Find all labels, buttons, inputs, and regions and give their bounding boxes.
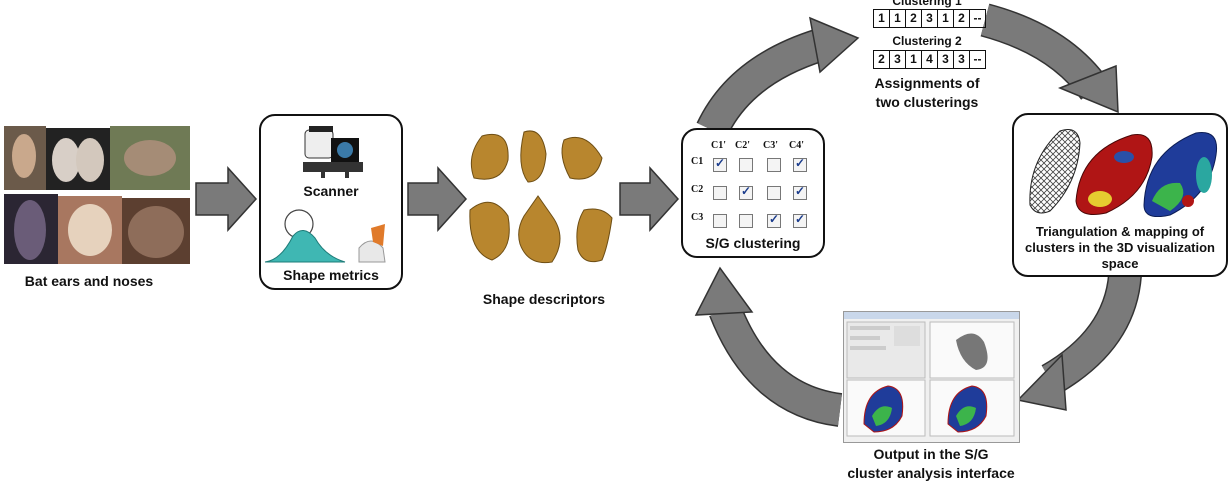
checkbox-unchecked[interactable]: [739, 158, 753, 172]
stage4-box: C1' C2' C3' C4' C1 C2 C3 S/G clustering: [681, 128, 825, 258]
cluster-assignment-cell: --: [969, 9, 986, 28]
checkbox-unchecked[interactable]: [767, 158, 781, 172]
shape-models: [469, 130, 613, 264]
checkbox-checked[interactable]: [767, 212, 781, 228]
cluster-assignment-cell: 2: [953, 9, 970, 28]
row-header: C3: [691, 212, 704, 223]
stage5-line1: Triangulation & mapping of: [1035, 224, 1205, 239]
cluster-assignment-cell: 1: [873, 9, 890, 28]
cluster-assignment-cell: 2: [873, 50, 890, 69]
cluster-assignment-cell: 3: [921, 9, 938, 28]
arrow-2: [407, 166, 468, 232]
cluster-assignment-cell: 1: [905, 50, 922, 69]
stage1-label: Bat ears and noses: [24, 273, 154, 289]
arrow-3: [619, 166, 680, 232]
shape-metrics-icon: [264, 209, 386, 263]
metrics-label: Shape metrics: [283, 267, 379, 283]
checkbox-unchecked[interactable]: [713, 214, 727, 228]
checkbox-unchecked[interactable]: [713, 186, 727, 200]
output-interface-thumbnail: [843, 311, 1020, 443]
cluster-assignment-cell: 2: [905, 9, 922, 28]
row-header: C1: [691, 156, 704, 167]
checkbox-checked[interactable]: [713, 156, 727, 172]
col-header: C3': [763, 140, 778, 151]
stage5-box: Triangulation & mapping of clusters in t…: [1012, 113, 1228, 277]
checkbox-checked[interactable]: [793, 184, 807, 200]
cluster-assignment-cell: 3: [953, 50, 970, 69]
triangulation-images: [1029, 129, 1218, 217]
stage3-label: Shape descriptors: [482, 291, 606, 307]
stage6-line1: Output in the S/G: [873, 446, 989, 462]
checkbox-unchecked[interactable]: [739, 214, 753, 228]
arrow-1: [195, 166, 258, 232]
assignments-caption-2: two clusterings: [875, 94, 979, 110]
assignments-caption-1: Assignments of: [874, 75, 980, 91]
stage4-label: S/G clustering: [705, 235, 801, 251]
stage6-line2: cluster analysis interface: [847, 465, 1015, 481]
bat-photos: [4, 126, 190, 266]
checkbox-checked[interactable]: [793, 212, 807, 228]
checkbox-unchecked[interactable]: [767, 186, 781, 200]
cluster-assignment-cell: 1: [937, 9, 954, 28]
cluster-assignment-cell: 3: [889, 50, 906, 69]
scanner-label: Scanner: [303, 183, 359, 199]
row-header: C2: [691, 184, 704, 195]
cluster-assignment-cell: 3: [937, 50, 954, 69]
checkbox-checked[interactable]: [793, 156, 807, 172]
cluster-assignment-cell: 1: [889, 9, 906, 28]
clustering2-title: Clustering 2: [892, 34, 962, 48]
stage2-box: Scanner Shape metrics: [259, 114, 403, 290]
scanner-icon: [303, 126, 363, 178]
col-header: C4': [789, 140, 804, 151]
col-header: C1': [711, 140, 726, 151]
stage5-line2: clusters in the 3D visualization: [1025, 240, 1215, 255]
checkbox-checked[interactable]: [739, 184, 753, 200]
cluster-assignment-cell: 4: [921, 50, 938, 69]
clustering1-title: Clustering 1: [892, 0, 962, 8]
cluster-assignment-cell: --: [969, 50, 986, 69]
col-header: C2': [735, 140, 750, 151]
stage5-line3: space: [1101, 256, 1139, 271]
